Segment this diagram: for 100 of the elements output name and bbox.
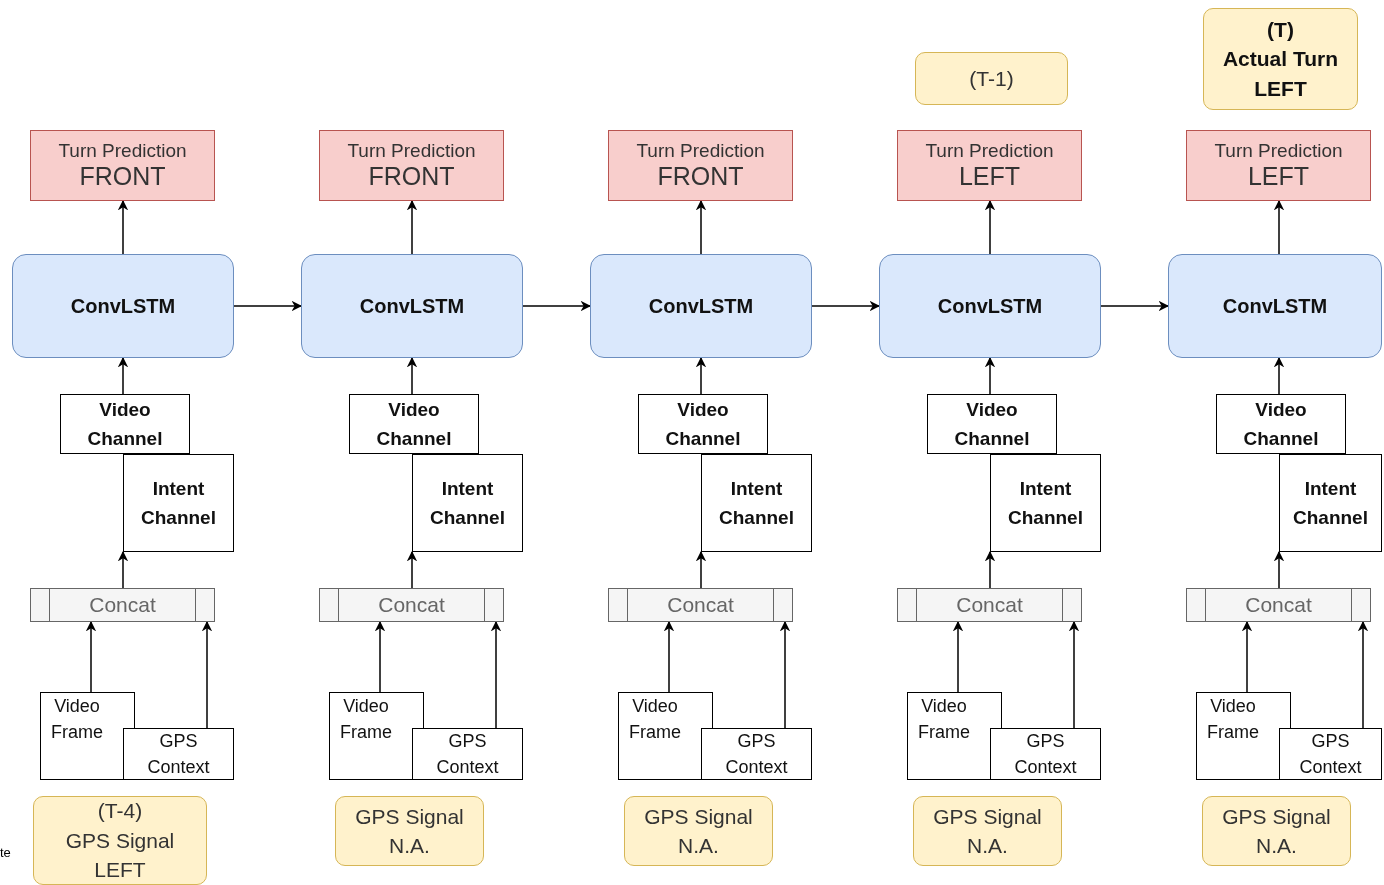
channel-box — [123, 454, 234, 552]
time-note — [915, 52, 1068, 105]
box-label: FRONT — [79, 163, 166, 191]
box-label: Intent Channel — [1008, 476, 1083, 530]
box-label: GPS Context — [1014, 729, 1077, 779]
arrow — [984, 199, 996, 255]
prediction-box — [319, 130, 504, 201]
prediction-box — [30, 130, 215, 201]
box-label: Concat — [956, 592, 1023, 618]
box-label: GPS Signal — [644, 803, 753, 830]
channel-box — [1279, 454, 1382, 552]
concat-block — [1186, 588, 1371, 622]
convlstm-block — [12, 254, 234, 358]
convlstm-block — [1168, 254, 1382, 358]
box-label: Intent Channel — [141, 476, 216, 530]
box-label: FRONT — [657, 163, 744, 191]
arrow — [1241, 620, 1253, 693]
box-label: Intent Channel — [1293, 476, 1368, 530]
arrow — [117, 550, 129, 589]
box-label: Turn Prediction — [636, 140, 765, 164]
box-label: Concat — [667, 592, 734, 618]
channel-box — [990, 454, 1101, 552]
input-box — [40, 692, 135, 780]
input-box — [701, 728, 812, 780]
box-label: GPS Signal — [1222, 803, 1331, 830]
arrow — [984, 550, 996, 589]
box-label: Video Frame — [629, 695, 681, 745]
box-label: Video Frame — [340, 695, 392, 745]
arrow — [1357, 620, 1369, 729]
arrow — [85, 620, 97, 693]
box-label: ConvLSTM — [937, 294, 1043, 318]
box-label: Video Channel — [376, 398, 452, 452]
arrow — [811, 300, 881, 312]
concat-block — [30, 588, 215, 622]
box-label: ConvLSTM — [70, 294, 176, 318]
channel-box — [927, 394, 1057, 454]
box-label: N.A. — [389, 833, 430, 859]
channel-box — [412, 454, 523, 552]
box-label: GPS Signal — [933, 803, 1042, 830]
arrow — [1100, 300, 1170, 312]
box-label: Actual Turn — [1222, 46, 1339, 73]
box-label: ConvLSTM — [359, 294, 465, 318]
concat-block — [608, 588, 793, 622]
arrow — [117, 356, 129, 395]
input-box — [990, 728, 1101, 780]
box-label: Intent Channel — [719, 476, 794, 530]
arrow — [695, 356, 707, 395]
signal-note — [624, 796, 773, 866]
box-label: Video Frame — [918, 695, 970, 745]
box-label: GPS Context — [147, 729, 210, 779]
box-label: Turn Prediction — [1214, 140, 1343, 164]
box-label: Intent Channel — [430, 476, 505, 530]
signal-note — [33, 796, 207, 885]
arrow — [1273, 199, 1285, 255]
arrow — [406, 356, 418, 395]
box-label: GPS Context — [436, 729, 499, 779]
box-label: LEFT — [1254, 75, 1307, 102]
box-label: GPS Context — [1299, 729, 1362, 779]
concat-block — [319, 588, 504, 622]
signal-note — [335, 796, 484, 866]
input-box — [618, 692, 713, 780]
box-label: LEFT — [958, 163, 1021, 191]
box-label: Turn Prediction — [925, 140, 1054, 164]
box-label: Video Frame — [1207, 695, 1259, 745]
input-box — [412, 728, 523, 780]
signal-note — [913, 796, 1062, 866]
box-label: LEFT — [94, 857, 146, 884]
arrow — [117, 199, 129, 255]
arrow — [1068, 620, 1080, 729]
box-label: Concat — [1245, 592, 1312, 618]
arrow — [406, 550, 418, 589]
channel-box — [701, 454, 812, 552]
box-label: ConvLSTM — [1222, 294, 1328, 318]
signal-note — [1202, 796, 1351, 866]
box-label: Video Channel — [954, 398, 1030, 452]
arrow — [490, 620, 502, 729]
channel-box — [638, 394, 768, 454]
arrow — [1273, 356, 1285, 395]
arrow — [406, 199, 418, 255]
arrow — [1273, 550, 1285, 589]
input-box — [123, 728, 234, 780]
box-label: N.A. — [1256, 833, 1297, 859]
time-note — [1203, 8, 1358, 110]
box-label: ConvLSTM — [648, 294, 754, 318]
input-box — [907, 692, 1002, 780]
box-label: LEFT — [1247, 163, 1310, 191]
arrow — [522, 300, 592, 312]
prediction-box — [897, 130, 1082, 201]
box-label: (T-1) — [969, 65, 1014, 92]
input-box — [1196, 692, 1291, 780]
box-label: FRONT — [368, 163, 455, 191]
box-label: Turn Prediction — [347, 140, 476, 164]
box-label: Video Channel — [665, 398, 741, 452]
convlstm-block — [879, 254, 1101, 358]
box-label: GPS Signal — [355, 803, 464, 830]
prediction-box — [608, 130, 793, 201]
box-label: GPS Context — [725, 729, 788, 779]
box-label: (T-4) — [97, 798, 143, 825]
convlstm-block — [590, 254, 812, 358]
arrow — [952, 620, 964, 693]
